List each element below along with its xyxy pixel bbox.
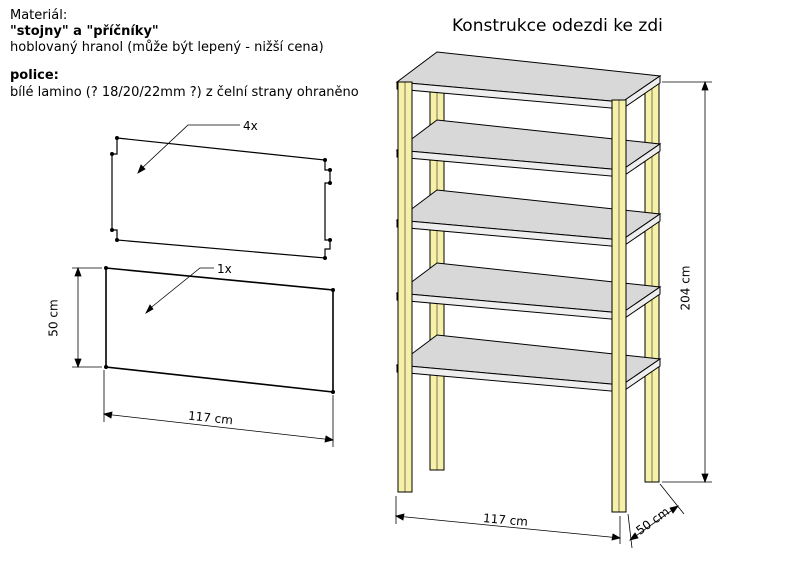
shelves-description: bílé lamino (? 18/20/22mm ?) z čelní str… [10, 85, 359, 100]
shelf-panel-quantity-label: 1x [217, 262, 232, 276]
crossbar-vertices [110, 136, 332, 260]
back-right-post [644, 79, 660, 483]
diagram-title: Konstrukce odezdi ke zdi [452, 16, 663, 36]
shelf-panel-vertices [104, 266, 335, 394]
unit-height-dimension [662, 80, 712, 484]
material-heading: Materiál: [10, 8, 68, 23]
crossbar-quantity-label: 4x [243, 119, 258, 133]
panel-height-dimension [72, 266, 102, 369]
front-left-post [397, 81, 413, 493]
shelf-board [395, 334, 662, 393]
shelf-board [395, 189, 662, 248]
leader-4x [137, 124, 240, 174]
panel-width-dimension [102, 370, 335, 447]
front-right-post [611, 99, 627, 513]
unit-height-label: 204 cm [678, 265, 693, 311]
shelf-board [395, 119, 662, 178]
shelf-board [395, 262, 662, 321]
leader-1x [145, 267, 214, 315]
unit-depth-dimension [627, 483, 685, 549]
shelves-name: police: [10, 68, 59, 83]
shelf-board [395, 51, 662, 110]
posts-description: hoblovaný hranol (může být lepený - nižš… [10, 40, 324, 55]
posts-name: "stojny" a "příčníky" [10, 24, 159, 39]
unit-width-dimension [394, 496, 622, 544]
shelf-unit [395, 51, 662, 513]
